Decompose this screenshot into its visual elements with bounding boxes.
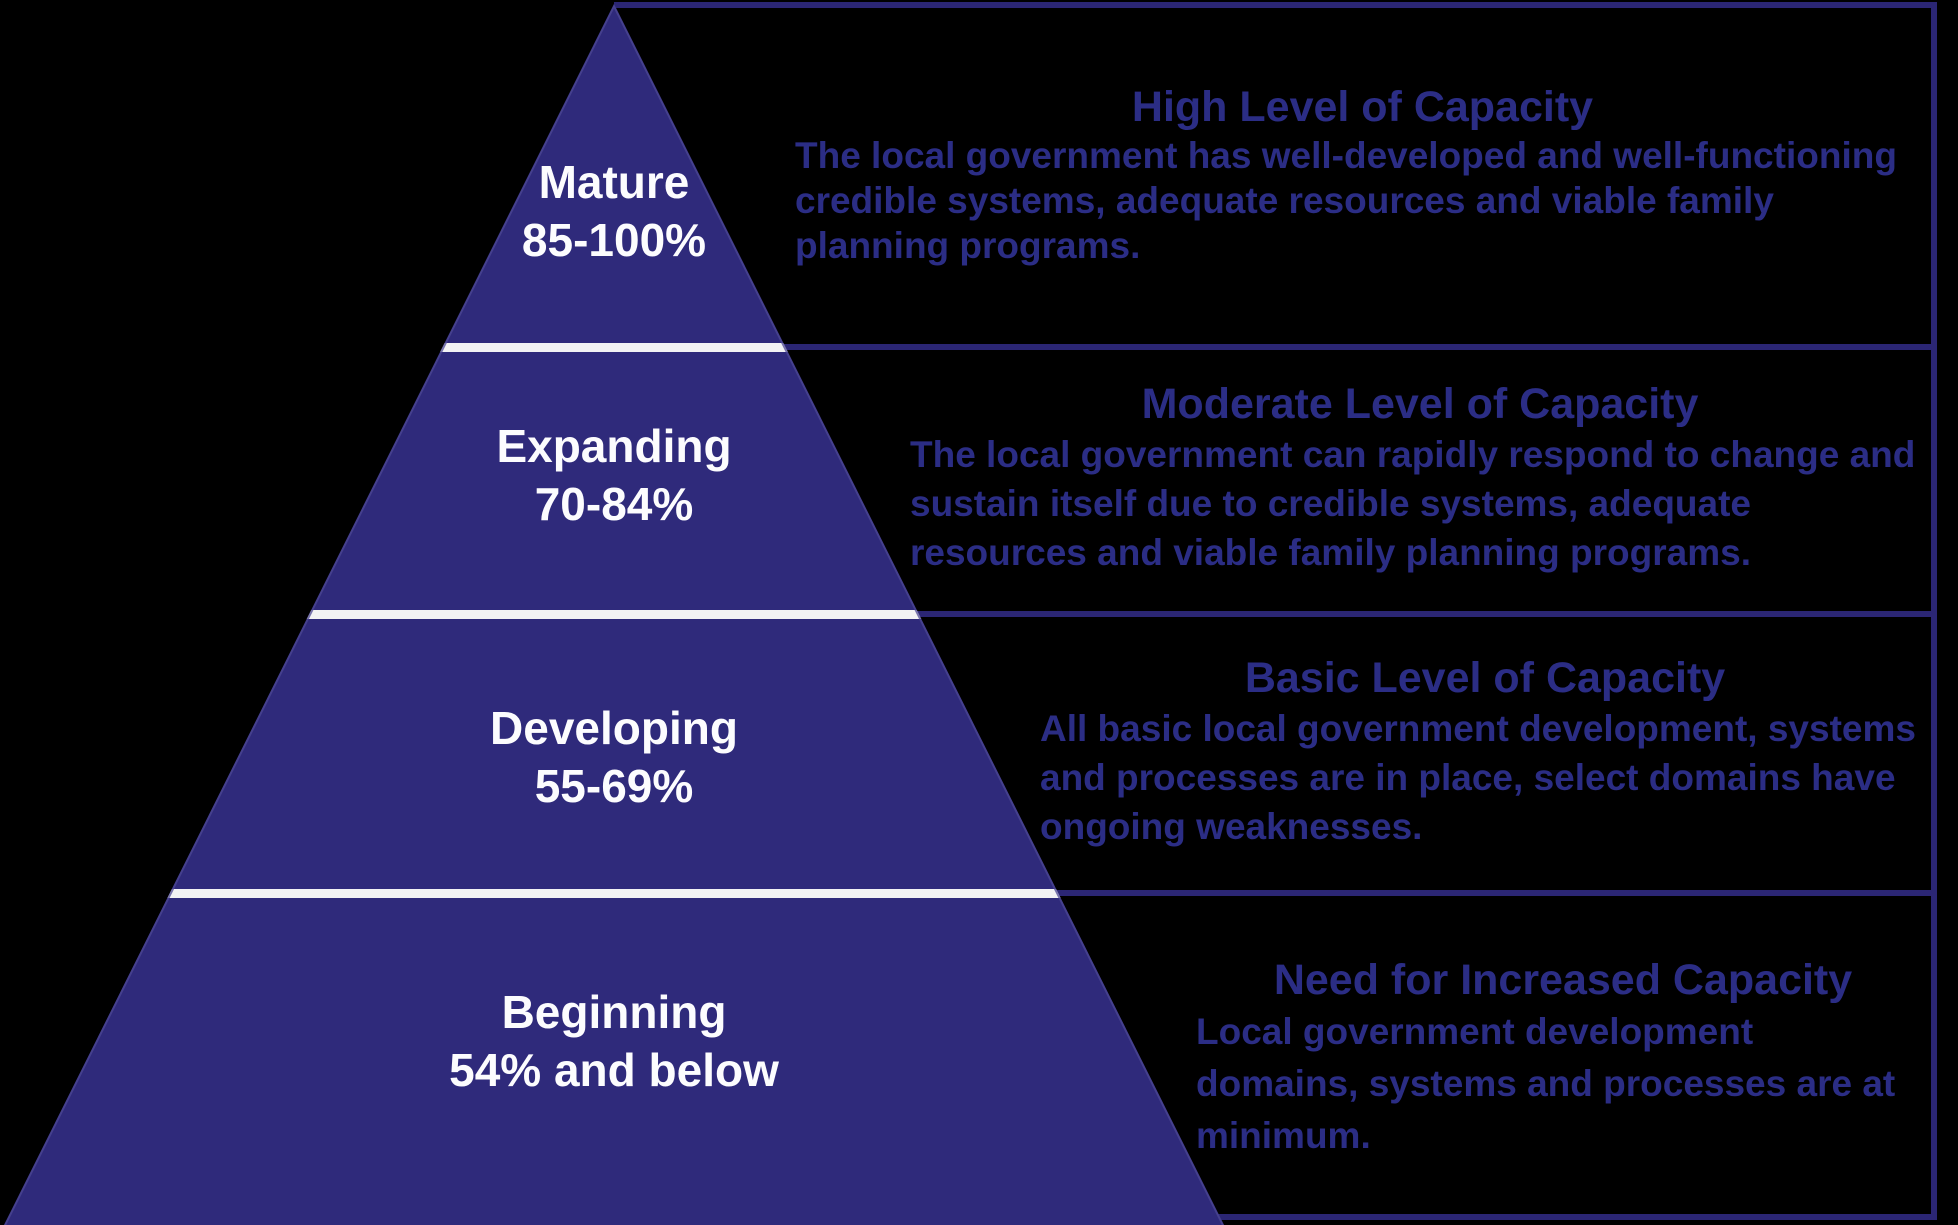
section-body-line: domains, systems and processes are at	[1196, 1063, 1896, 1104]
tier-range: 70-84%	[534, 478, 694, 530]
panel-divider-1	[700, 344, 1931, 350]
section-basic-capacity: Basic Level of Capacity All basic local …	[1040, 652, 1930, 851]
section-heading: High Level of Capacity	[1131, 83, 1594, 131]
section-need-increased-capacity: Need for Increased Capacity Local govern…	[1196, 954, 1930, 1162]
section-body-line: The local government has well-developed …	[795, 135, 1897, 176]
section-body-line: All basic local government development, …	[1040, 708, 1916, 749]
section-body-line: credible systems, adequate resources and…	[795, 180, 1774, 221]
tier-name: Expanding	[496, 420, 732, 472]
section-body-line: planning programs.	[795, 225, 1141, 266]
tier-label-developing: Developing 55-69%	[490, 699, 738, 815]
section-heading: Basic Level of Capacity	[1244, 654, 1726, 702]
section-heading: Moderate Level of Capacity	[1141, 380, 1699, 428]
tier-label-expanding: Expanding 70-84%	[496, 417, 731, 533]
panel-divider-2	[850, 611, 1931, 617]
tier-separator-2	[4, 610, 1224, 619]
panel-divider-3	[1000, 890, 1931, 896]
section-high-capacity: High Level of Capacity The local governm…	[795, 81, 1930, 268]
section-body-line: The local government can rapidly respond…	[910, 434, 1916, 475]
section-body-line: and processes are in place, select domai…	[1040, 757, 1896, 798]
section-body-line: minimum.	[1196, 1115, 1371, 1156]
tier-label-mature: Mature 85-100%	[522, 153, 706, 269]
panel-border-top	[614, 2, 1937, 8]
section-heading: Need for Increased Capacity	[1273, 956, 1853, 1004]
panel-border-bottom	[610, 1214, 1937, 1220]
tier-range: 85-100%	[521, 214, 707, 266]
section-body-line: Local government development	[1196, 1011, 1754, 1052]
tier-range: 55-69%	[534, 760, 694, 812]
tier-name: Mature	[538, 156, 690, 208]
tier-label-beginning: Beginning 54% and below	[449, 983, 779, 1099]
section-body-line: ongoing weaknesses.	[1040, 806, 1423, 847]
section-body-line: resources and viable family planning pro…	[910, 532, 1751, 573]
tier-name: Developing	[490, 702, 738, 754]
tier-separator-1	[4, 343, 1224, 352]
tier-range: 54% and below	[449, 1044, 779, 1096]
panel-border-right	[1931, 2, 1937, 1220]
section-body-line: sustain itself due to credible systems, …	[910, 483, 1751, 524]
tier-name: Beginning	[501, 986, 727, 1038]
section-moderate-capacity: Moderate Level of Capacity The local gov…	[910, 378, 1930, 577]
tier-separator-3	[4, 889, 1224, 898]
